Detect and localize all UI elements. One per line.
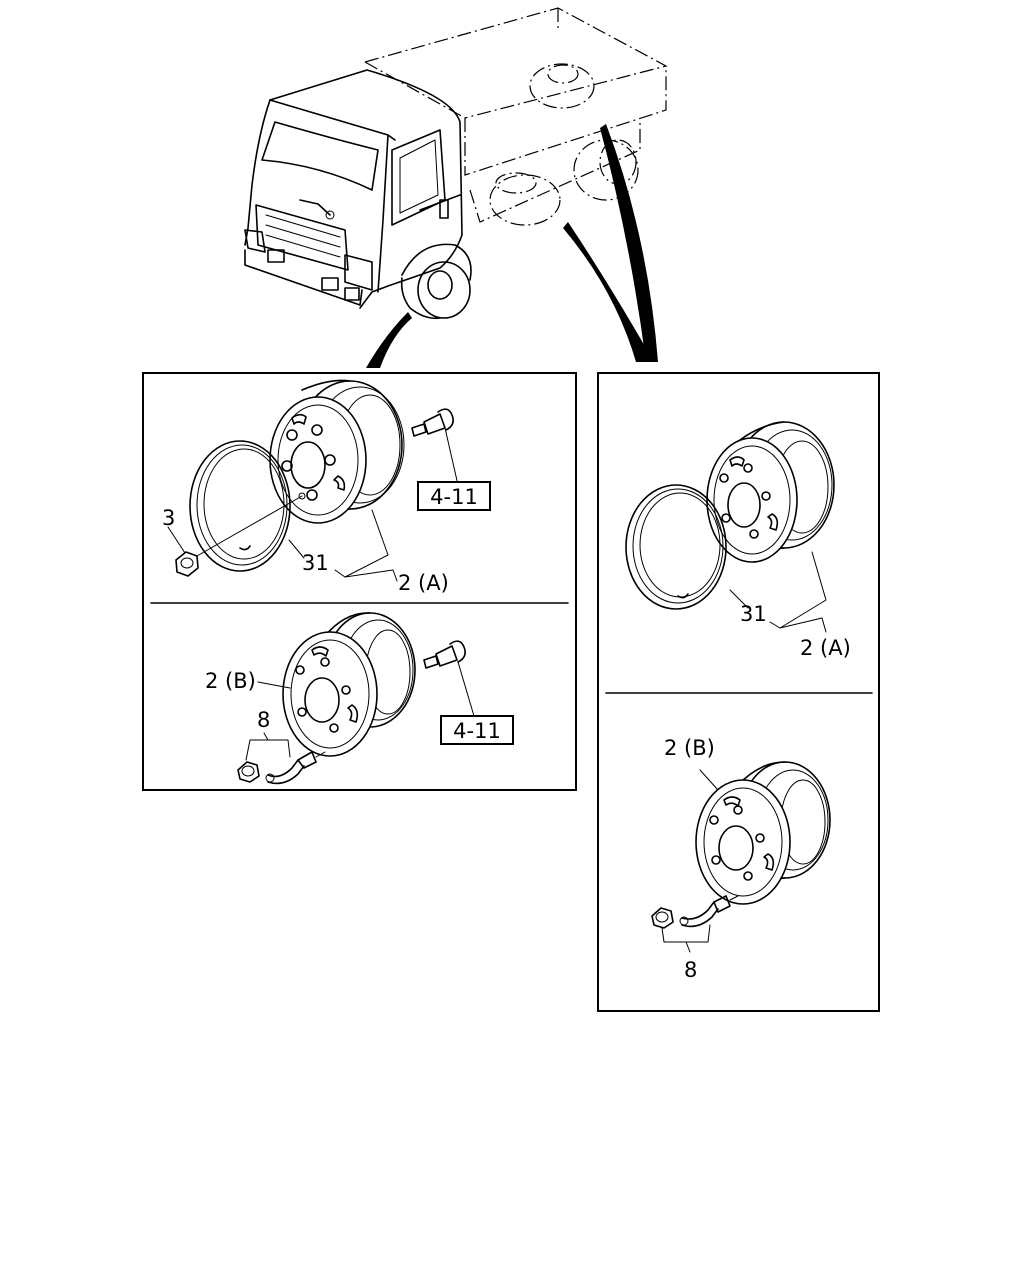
leader-wedge-rear-1 xyxy=(563,222,654,362)
callout-ring-31-front: 31 xyxy=(302,551,329,575)
callout-valve-8-front: 8 xyxy=(257,708,270,732)
truck-front-wheel xyxy=(400,243,472,320)
leader-wedge-rear-2 xyxy=(600,124,658,362)
leader-wedge-front xyxy=(366,312,412,368)
rear-wheel-2b-assembly xyxy=(651,761,831,953)
callout-ring-31-rear: 31 xyxy=(740,602,767,626)
front-wheel-2b-assembly xyxy=(237,612,475,785)
rear-wheel-2a-assembly xyxy=(625,421,835,633)
ref-box-front-a[interactable]: 4-11 xyxy=(417,481,491,511)
callout-wheel-2a-rear: 2 (A) xyxy=(800,636,851,660)
callout-wheel-2a-front: 2 (A) xyxy=(398,571,449,595)
ref-box-front-b[interactable]: 4-11 xyxy=(440,715,514,745)
ref-label-front-b: 4-11 xyxy=(453,719,501,743)
callout-wheel-2b-rear: 2 (B) xyxy=(664,736,715,760)
front-wheel-2a-assembly xyxy=(167,379,459,582)
ref-label-front-a: 4-11 xyxy=(430,485,478,509)
callout-nut-3: 3 xyxy=(162,506,175,530)
truck-cab xyxy=(244,69,463,309)
callout-valve-8-rear: 8 xyxy=(684,958,697,982)
truck-illustration xyxy=(244,7,668,368)
callout-wheel-2b-front: 2 (B) xyxy=(205,669,256,693)
